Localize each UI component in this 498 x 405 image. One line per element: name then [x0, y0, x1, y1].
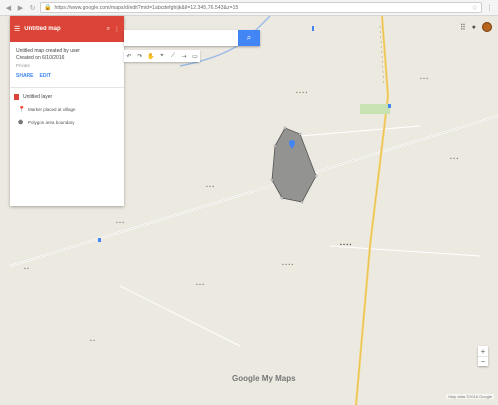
layer-row[interactable]: Untitled layer [10, 94, 124, 100]
minor-road-a [299, 125, 421, 137]
map-search-input[interactable] [124, 30, 238, 46]
polygon-area [271, 127, 317, 203]
map-description-line: Untitled map created by user [16, 48, 80, 54]
apps-grid-icon[interactable]: ⠿ [459, 22, 466, 32]
hand-icon[interactable]: ✋ [147, 53, 155, 60]
map-marker [289, 140, 295, 149]
place-label: ▪ ▪ ▪ [196, 282, 205, 288]
small-marker [98, 238, 101, 242]
edit-button[interactable]: EDIT [39, 73, 51, 79]
search-icon: ⌕ [246, 33, 252, 42]
polygon-vertex [280, 196, 284, 200]
place-label: ▪ ▪ ▪ [116, 220, 125, 226]
star-icon[interactable]: ☆ [471, 4, 478, 12]
map-description-line: Created on 6/10/2016 [16, 55, 65, 61]
marker-tool-icon[interactable]: ⌖ [160, 52, 164, 59]
main-road-edge [9, 115, 498, 267]
place-label: ▪ ▪ ▪ ▪ [282, 262, 294, 268]
map-graphics [9, 16, 498, 405]
forward-arrow-icon[interactable]: ▶ [17, 4, 24, 12]
map-details-panel: ☰ Untitled map ⌕ ⋮ Untitled map created … [10, 16, 124, 206]
menu-dots-icon[interactable]: ⋮ [486, 4, 493, 12]
panel-header: ☰ Untitled map ⌕ ⋮ [10, 16, 124, 42]
highway-dashes [379, 25, 385, 87]
address-bar[interactable]: 🔒 https://www.google.com/maps/d/edit?mid… [40, 2, 482, 13]
polygon-vertex [314, 174, 318, 178]
polygon-vertex [300, 200, 304, 204]
share-button[interactable]: SHARE [16, 73, 34, 79]
feature-label: Marker placed at village [28, 107, 76, 112]
small-marker [388, 104, 391, 108]
minor-road-c [329, 245, 481, 257]
feature-label: Polygon area boundary [28, 120, 75, 125]
address-url[interactable]: https://www.google.com/maps/d/edit?mid=1… [54, 4, 239, 11]
map-search-box: ⌕ [124, 30, 260, 46]
account-area: ⠿ ● [460, 22, 492, 32]
map-actions: SHARE EDIT [16, 73, 118, 79]
menu-icon[interactable]: ☰ [14, 26, 21, 33]
undo-icon[interactable]: ↶ [126, 53, 132, 60]
map-title[interactable]: Untitled map [24, 26, 61, 32]
polygon-icon: ⬟ [18, 120, 24, 126]
map-info: Untitled map created by user Created on … [10, 42, 124, 79]
ruler-icon[interactable]: ▭ [192, 53, 198, 60]
place-label: ▪ ▪ ▪ [450, 156, 459, 162]
polygon-vertex [298, 132, 302, 136]
map-visibility: Private [16, 63, 31, 68]
search-icon[interactable]: ⌕ [106, 25, 110, 32]
road-label: ▪ ▪ ▪ [206, 184, 215, 190]
map-attribution[interactable]: Map data ©2016 Google [446, 394, 494, 399]
avatar[interactable] [482, 22, 492, 32]
place-label: ▪ ▪ [90, 338, 95, 344]
zoom-out-button[interactable]: − [478, 356, 488, 366]
polygon-vertex [273, 144, 277, 148]
reload-icon[interactable]: ↻ [29, 4, 36, 12]
notifications-icon[interactable]: ● [471, 23, 476, 31]
drawing-toolbar: ↶ ↷ ✋ ⌖ ⟋ ⇢ ▭ [124, 50, 200, 62]
layer-title[interactable]: Untitled layer [23, 94, 53, 100]
park-area [360, 104, 390, 114]
layer-checkbox-icon[interactable] [14, 94, 19, 100]
zoom-in-button[interactable]: + [480, 346, 486, 356]
marker-icon: 📍 [18, 107, 26, 113]
line-tool-icon[interactable]: ⟋ [170, 52, 176, 59]
lock-icon: 🔒 [44, 5, 52, 11]
small-marker [312, 26, 314, 31]
google-my-maps-logo: Google My Maps [232, 374, 296, 383]
browser-toolbar: ◀ ▶ ↻ 🔒 https://www.google.com/maps/d/ed… [0, 0, 498, 16]
highway-line [354, 16, 390, 405]
feature-item[interactable]: 📍 Marker placed at village [10, 106, 124, 113]
place-label: ▪ ▪ ▪ [420, 76, 429, 82]
redo-icon[interactable]: ↷ [137, 53, 143, 60]
divider [10, 87, 124, 88]
feature-item[interactable]: ⬟ Polygon area boundary [10, 119, 124, 126]
route-icon[interactable]: ⇢ [181, 53, 187, 60]
polygon-vertex [270, 178, 274, 182]
minor-road-b [119, 285, 241, 347]
place-label: ▪ ▪ ▪ ▪ [340, 242, 352, 248]
more-vert-icon[interactable]: ⋮ [114, 26, 120, 33]
place-label: ▪ ▪ [24, 266, 29, 272]
highway-edge [355, 16, 389, 405]
back-arrow-icon[interactable]: ◀ [5, 4, 12, 12]
polygon-vertex [283, 126, 287, 130]
zoom-controls: + − [478, 346, 488, 366]
search-button[interactable]: ⌕ [238, 30, 260, 46]
place-label: ▪ ▪ ▪ ▪ [296, 90, 308, 96]
